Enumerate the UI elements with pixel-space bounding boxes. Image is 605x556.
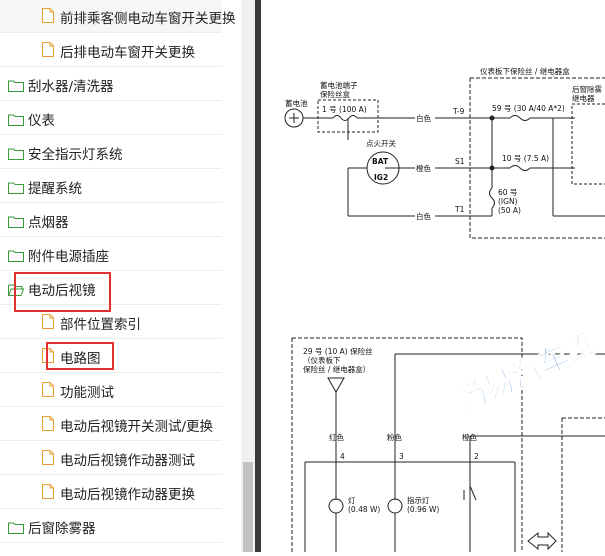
- folder-icon: [8, 179, 24, 198]
- label-fuse-29-3: 保险丝 / 继电器盒）: [303, 364, 370, 374]
- lamp-symbol: [328, 498, 344, 514]
- label-defog-relay-2: 继电器: [572, 93, 595, 103]
- label-battery-fuse-box-1: 蓄电池端子: [320, 80, 358, 90]
- tree-item-label: 点烟器: [28, 215, 69, 231]
- sidebar-tree: 前排乘客侧电动车窗开关更换后排电动车窗开关更换刮水器/清洗器仪表安全指示灯系统提…: [0, 0, 241, 552]
- folder-icon: [8, 519, 24, 538]
- indicator-symbol: [387, 498, 403, 514]
- folder-icon: [8, 111, 24, 130]
- label-battery: 蓄电池: [285, 98, 308, 108]
- label-fuse-10: 10 号 (7.5 A): [502, 154, 549, 163]
- label-wire-red: 红色: [329, 432, 344, 442]
- label-pin-3: 3: [399, 452, 404, 461]
- defogger-relay-box: [571, 103, 605, 185]
- document-icon: [42, 42, 54, 61]
- tree-item-label: 电动后视镜开关测试/更换: [60, 419, 214, 435]
- label-wire-orange-2: 橙色: [462, 432, 477, 442]
- tree-item-label: 安全指示灯系统: [28, 147, 123, 163]
- highlight-box-circuit-diagram: [46, 342, 114, 370]
- label-lamp-1: 灯: [348, 495, 356, 505]
- tree-folder-item[interactable]: 后窗除雾器: [0, 510, 222, 543]
- circuit-diagram: 蓄电池 蓄电池端子 保险丝盒 1 号 (100 A) 仪表板下保险丝 / 继电器…: [284, 66, 605, 552]
- label-term-s1: S1: [455, 157, 465, 166]
- mirror-switch-outline: [291, 337, 523, 552]
- label-bat: BAT: [372, 157, 389, 166]
- tree-doc-item[interactable]: 电动后视镜作动器更换: [0, 476, 222, 509]
- scrollbar-thumb[interactable]: [243, 462, 253, 552]
- watermark-text: 畅易汽车维: [451, 326, 602, 419]
- sidebar-scrollbar[interactable]: [241, 0, 255, 552]
- label-defog-relay-1: 后窗除雾: [572, 84, 602, 94]
- label-indicator-1: 指示灯: [407, 495, 430, 505]
- label-dash-fuse-box: 仪表板下保险丝 / 继电器盒: [480, 66, 570, 76]
- document-icon: [42, 416, 54, 435]
- tree-item-label: 前排乘客侧电动车窗开关更换: [60, 11, 236, 27]
- tree-folder-item[interactable]: 电动后视镜: [0, 272, 222, 305]
- document-icon: [42, 450, 54, 469]
- label-wire-white-2: 白色: [416, 211, 431, 221]
- tree-folder-item[interactable]: 安全指示灯系统: [0, 136, 222, 169]
- label-pin-2: 2: [474, 452, 479, 461]
- tree-doc-item[interactable]: 后排电动车窗开关更换: [0, 34, 222, 67]
- label-ignition-switch: 点火开关: [366, 138, 396, 148]
- tree-item-label: 电动后视镜作动器测试: [60, 453, 195, 469]
- highlight-box-mirror-folder: [14, 272, 111, 312]
- tree-folder-item[interactable]: 附件电源插座: [0, 238, 222, 271]
- label-term-t9: T-9: [452, 107, 465, 116]
- label-fuse-29-2: （仪表板下: [303, 355, 341, 365]
- label-indicator-2: (0.96 W): [407, 505, 439, 514]
- pane-divider[interactable]: [255, 0, 261, 552]
- label-fuse-29-1: 29 号 (10 A) 保险丝: [303, 346, 373, 356]
- label-fuse-59: 59 号 (30 A/40 A*2): [492, 104, 565, 113]
- tree-item-label: 功能测试: [60, 385, 114, 401]
- tree-item-label: 提醒系统: [28, 181, 82, 197]
- label-fuse-60-2: (IGN): [498, 197, 518, 206]
- label-wire-pink: 粉色: [387, 432, 402, 442]
- label-term-t1: T1: [454, 205, 465, 214]
- label-wire-white-1: 白色: [416, 113, 431, 123]
- tree-doc-item[interactable]: 电动后视镜开关测试/更换: [0, 408, 222, 441]
- label-fuse-60-1: 60 号: [498, 188, 517, 197]
- label-lamp-2: (0.48 W): [348, 505, 380, 514]
- tree-item-label: 电动后视镜: [28, 283, 96, 299]
- label-ig2: IG2: [374, 173, 388, 182]
- label-battery-fuse-box-2: 保险丝盒: [320, 89, 350, 99]
- label-fuse-60-3: (50 A): [498, 206, 521, 215]
- tree-folder-item[interactable]: 仪表: [0, 102, 222, 135]
- document-icon: [42, 348, 54, 367]
- tree-item-label: 电路图: [60, 351, 101, 367]
- tree-folder-item[interactable]: 刮水器/清洗器: [0, 68, 222, 101]
- tree-item-label: 电动后视镜作动器更换: [60, 487, 195, 503]
- tree-item-label: 后排电动车窗开关更换: [60, 45, 195, 61]
- tree-item-label: 后窗除雾器: [28, 521, 96, 537]
- circuit-diagram-viewer: 蓄电池 蓄电池端子 保险丝盒 1 号 (100 A) 仪表板下保险丝 / 继电器…: [261, 0, 605, 552]
- folder-icon: [8, 247, 24, 266]
- double-arrow-symbol: [527, 531, 557, 551]
- tree-item-label: 刮水器/清洗器: [28, 79, 114, 95]
- tree-doc-item[interactable]: 功能测试: [0, 374, 222, 407]
- tree-doc-item[interactable]: 电路图: [0, 340, 222, 373]
- tree-doc-item[interactable]: 电动后视镜作动器测试: [0, 442, 222, 475]
- tree-item-label: 仪表: [28, 113, 55, 129]
- tree-folder-item[interactable]: 提醒系统: [0, 170, 222, 203]
- folder-icon: [8, 145, 24, 164]
- label-fuse-1: 1 号 (100 A): [322, 105, 367, 114]
- tree-doc-item[interactable]: 部件位置索引: [0, 306, 222, 339]
- document-icon: [42, 314, 54, 333]
- dash-fuse-box-outline: [469, 77, 605, 239]
- folder-icon: [8, 77, 24, 96]
- fuse-29-symbol: [327, 377, 345, 394]
- label-wire-orange-1: 橙色: [416, 163, 431, 173]
- document-icon: [42, 8, 54, 27]
- tree-item-label: 部件位置索引: [60, 317, 141, 333]
- document-icon: [42, 484, 54, 503]
- document-icon: [42, 382, 54, 401]
- tree-folder-item[interactable]: 点烟器: [0, 204, 222, 237]
- tree-doc-item[interactable]: 前排乘客侧电动车窗开关更换: [0, 0, 236, 33]
- folder-icon: [8, 213, 24, 232]
- label-pin-4: 4: [340, 452, 345, 461]
- tree-item-label: 附件电源插座: [28, 249, 109, 265]
